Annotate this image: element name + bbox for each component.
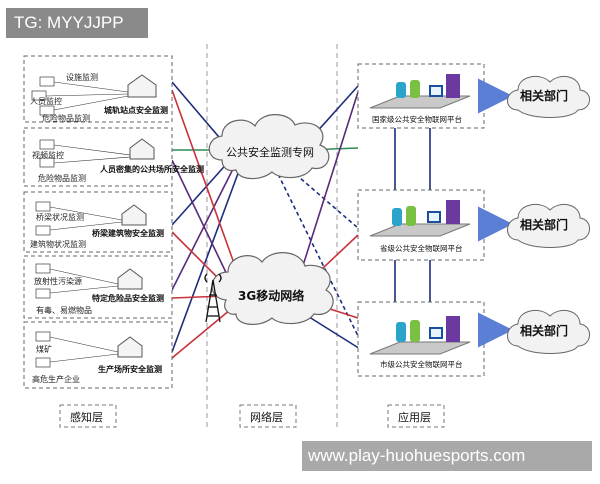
platform-label: 国家级公共安全物联网平台 [372,114,462,124]
sensor-label: 视频监控 [32,150,64,160]
platform-national: 国家级公共安全物联网平台 [357,63,485,129]
layer-label-network: 网络层 [239,404,297,428]
department-cloud-2: 相关部门 [507,203,590,248]
mobile-network-cloud: 3G移动网络 [211,252,334,325]
perception-box-4: 放射性污染源 有毒、易燃物品 特定危险品安全监测 [23,255,173,319]
platform-label: 省级公共安全物联网平台 [380,243,463,253]
watermark-url[interactable]: www.play-huohuesports.com [302,441,592,471]
watermark-badge: TG: MYYJJPP [6,8,148,38]
sensor-label: 危险物品监测 [42,113,90,123]
dedicated-network-label: 公共安全监测专网 [226,145,314,159]
svg-text:感知层: 感知层 [70,410,103,424]
sensor-label: 危险物品监测 [38,173,86,183]
platform-provincial: 省级公共安全物联网平台 [357,189,485,261]
site-label: 人员密集的公共场所安全监测 [100,164,204,174]
layer-label-perception: 感知层 [59,404,117,428]
sensor-label: 有毒、易燃物品 [36,305,92,315]
dedicated-network-cloud: 公共安全监测专网 [208,114,330,180]
site-label: 生产场所安全监测 [98,364,162,374]
svg-text:网络层: 网络层 [250,410,283,424]
site-label: 城轨站点安全监测 [104,105,168,115]
mobile-network-label: 3G移动网络 [238,288,304,303]
sensor-label: 煤矿 [36,344,52,354]
svg-text:应用层: 应用层 [398,410,431,424]
platform-label: 市级公共安全物联网平台 [380,359,463,369]
layer-label-application: 应用层 [387,404,445,428]
sensor-label: 高危生产企业 [32,374,80,384]
department-label: 相关部门 [520,88,568,103]
site-label: 桥梁建筑物安全监测 [92,228,164,238]
perception-box-5: 煤矿 高危生产企业 生产场所安全监测 [23,321,173,389]
sensor-label: 放射性污染源 [34,276,82,286]
site-label: 特定危险品安全监测 [92,293,164,303]
perception-box-1: 设施监测 人员监控 危险物品监测 城轨站点安全监测 [23,55,173,123]
platform-municipal: 市级公共安全物联网平台 [357,301,485,377]
perception-box-2: 视频监控 危险物品监测 人员密集的公共场所安全监测 [23,127,204,187]
department-label: 相关部门 [520,323,568,338]
department-cloud-3: 相关部门 [507,309,590,354]
department-cloud-1: 相关部门 [507,75,590,118]
sensor-label: 桥梁状况监测 [36,212,84,222]
sensor-label: 人员监控 [30,96,62,106]
perception-box-3: 桥梁状况监测 建筑物状况监测 桥梁建筑物安全监测 [23,191,173,253]
sensor-label: 设施监测 [66,72,98,82]
cell-tower-icon [204,273,222,323]
sensor-label: 建筑物状况监测 [30,239,86,249]
department-label: 相关部门 [520,217,568,232]
